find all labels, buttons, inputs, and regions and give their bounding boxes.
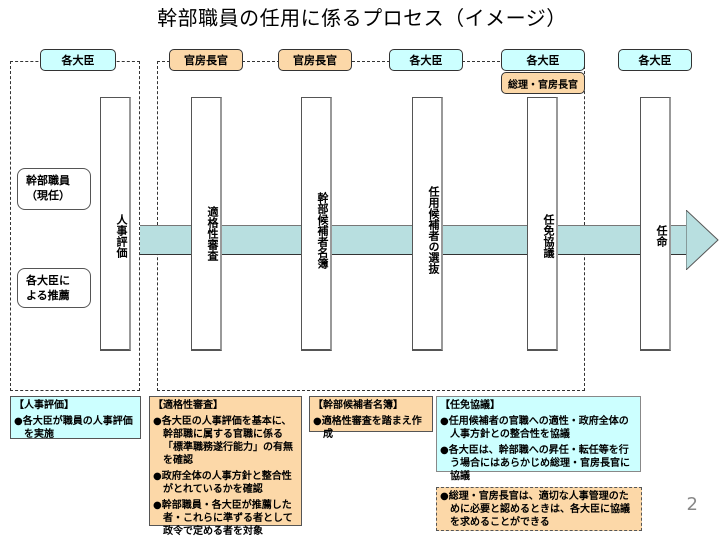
actor-chief-cabinet-secretary-1: 官房長官 [169, 49, 243, 71]
actor-minister-4: 各大臣 [618, 49, 692, 71]
source-label-line: （現任） [26, 189, 70, 202]
note-item: ●適格性審査を踏まえ作成 [313, 416, 422, 440]
step-label: 任命 [655, 225, 668, 247]
step-label: 任用候補者の選抜 [427, 186, 440, 274]
step-label: 任免協議 [542, 214, 555, 258]
note-personnel-evaluation: 【人事評価】 ●各大臣が職員の人事評価を実施 [10, 396, 141, 440]
step-appointment: 任命 [640, 97, 671, 351]
note-item: ●各大臣は、幹部職への昇任・転任等を行う場合にはあらかじめ総理・官房長官に協議 [440, 445, 630, 482]
step-executive-candidate-roster: 幹部候補者名簿 [301, 97, 332, 351]
note-item: ●政府全体の人事方針と整合性がとれているかを確認 [153, 471, 292, 495]
note-eligibility-screening: 【適格性審査】 ●各大臣の人事評価を基本に、幹部職に属する官職に係る「標準職務遂… [149, 396, 302, 537]
source-minister-recommendation: 各大臣に よる推薦 [17, 268, 91, 308]
source-label-line: よる推薦 [26, 289, 70, 302]
actor-chief-cabinet-secretary-2: 官房長官 [278, 49, 352, 71]
note-item: ●総理・官房長官は、適切な人事管理のために必要と認めるときは、各大臣に協議を求め… [440, 491, 630, 528]
page-title: 幹部職員の任用に係るプロセス（イメージ） [157, 6, 567, 30]
note-heading: 【任免協議】 [440, 400, 500, 411]
note-item: ●幹部職員・各大臣が推薦した者・これらに準ずる者として政令で定める者を対象 [153, 500, 293, 537]
step-label: 人事評価 [115, 214, 128, 258]
note-candidate-roster: 【幹部候補者名簿】 ●適格性審査を踏まえ作成 [309, 396, 433, 440]
note-pm-request-consultation: ●総理・官房長官は、適切な人事管理のために必要と認めるときは、各大臣に協議を求め… [436, 487, 642, 531]
note-appointment-consultation: 【任免協議】 ●任用候補者の官職への適性・政府全体の人事方針との整合性を協議 ●… [436, 396, 641, 482]
step-candidate-selection: 任用候補者の選抜 [412, 97, 443, 351]
actor-minister-1: 各大臣 [40, 49, 116, 71]
source-label-line: 幹部職員 [26, 174, 70, 187]
step-appointment-consultation: 任免協議 [527, 97, 558, 351]
arrow-head-icon [686, 210, 719, 270]
actor-pm-chief-secretary: 総理・官房長官 [501, 72, 585, 94]
note-item: ●各大臣が職員の人事評価を実施 [14, 416, 133, 440]
note-heading: 【人事評価】 [14, 400, 74, 411]
note-item: ●各大臣の人事評価を基本に、幹部職に属する官職に係る「標準職務遂行能力」の有無を… [153, 416, 293, 466]
step-label: 適格性審査 [206, 206, 219, 261]
actor-minister-2: 各大臣 [389, 49, 463, 71]
note-heading: 【幹部候補者名簿】 [313, 400, 403, 411]
step-personnel-evaluation: 人事評価 [100, 97, 131, 351]
page-number: 2 [686, 494, 698, 515]
note-item: ●任用候補者の官職への適性・政府全体の人事方針との整合性を協議 [440, 416, 629, 440]
source-label-line: 各大臣に [26, 274, 70, 287]
source-current-executives: 幹部職員 （現任） [17, 168, 91, 210]
step-eligibility-screening: 適格性審査 [191, 97, 222, 351]
note-heading: 【適格性審査】 [153, 400, 223, 411]
actor-minister-3: 各大臣 [501, 49, 585, 71]
step-label: 幹部候補者名簿 [316, 192, 329, 269]
